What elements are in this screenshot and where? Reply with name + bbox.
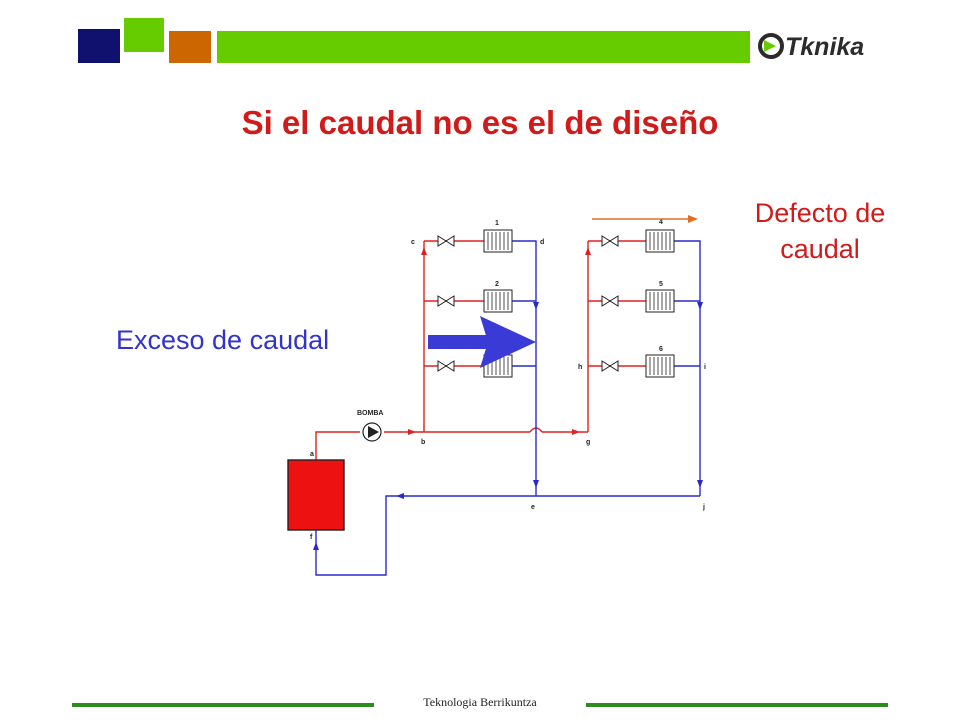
valve-1 [437, 235, 455, 247]
footer-line-left [72, 703, 374, 707]
radiator-label-4: 4 [659, 219, 663, 226]
node-label-h: h [578, 364, 582, 371]
radiator-label-2: 2 [495, 281, 499, 288]
return-piping [315, 240, 701, 576]
radiators [483, 229, 675, 378]
valve-4 [601, 235, 619, 247]
radiator-6 [645, 354, 675, 378]
radiator-label-6: 6 [659, 346, 663, 353]
defect-flow-label: Defecto de caudal [730, 195, 910, 267]
node-label-a: a [310, 451, 314, 458]
header-square-orange [169, 31, 211, 63]
pump-icon [362, 422, 382, 442]
header-bar [217, 31, 750, 63]
radiator-2 [483, 289, 513, 313]
node-label-e: e [531, 504, 535, 511]
node-label-b: b [421, 439, 425, 446]
flow-arrows [313, 247, 703, 550]
slide-title: Si el caudal no es el de diseño [241, 104, 719, 141]
radiator-5 [645, 289, 675, 313]
valve-3 [437, 360, 455, 372]
pump-label: BOMBA [357, 410, 383, 417]
logo-text: Tknika [785, 33, 864, 61]
valves [437, 235, 619, 372]
node-label-j: j [702, 504, 705, 511]
node-label-g: g [586, 439, 590, 446]
header-square-lime [124, 18, 164, 52]
valve-6 [601, 360, 619, 372]
valve-5 [601, 295, 619, 307]
footer-text: Teknologia Berrikuntza [423, 695, 537, 709]
node-label-d: d [540, 239, 544, 246]
defect-flow-label-line2: caudal [780, 234, 860, 264]
node-label-f: f [310, 534, 313, 541]
radiator-label-5: 5 [659, 281, 663, 288]
excess-flow-label: Exceso de caudal [116, 325, 330, 355]
logo-arrow-icon [764, 40, 776, 52]
node-label-i: i [704, 364, 706, 371]
footer-line-right [586, 703, 888, 707]
logo-ring-icon [758, 33, 784, 59]
excess-flow-arrow-icon [428, 316, 536, 368]
radiator-1 [483, 229, 513, 253]
radiator-4 [645, 229, 675, 253]
defect-flow-arrow-icon [592, 215, 698, 223]
node-label-c: c [411, 239, 415, 246]
defect-flow-label-line1: Defecto de [754, 198, 886, 228]
header-square-blue [78, 29, 120, 63]
valve-2 [437, 295, 455, 307]
tknika-logo: Tknika [758, 33, 864, 61]
boiler [287, 459, 345, 531]
radiator-label-1: 1 [495, 220, 499, 227]
